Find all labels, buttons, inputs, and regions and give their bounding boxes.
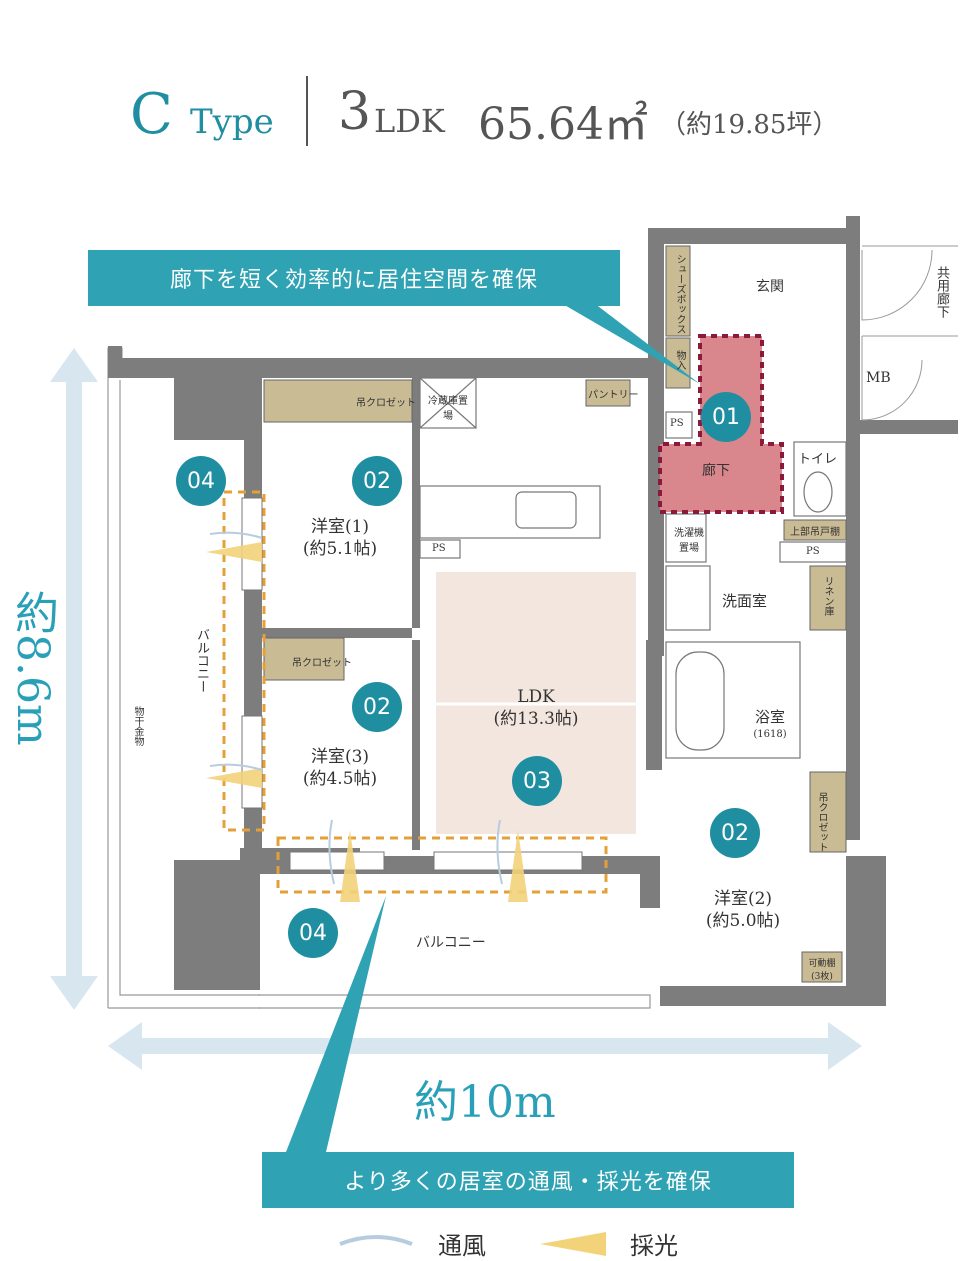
rooms-ldk: LDK xyxy=(374,102,445,140)
dimension-horizontal: 約10m xyxy=(414,1077,556,1128)
room-ldk-size: (約13.3帖) xyxy=(493,709,579,730)
room-entrance: 玄関 xyxy=(756,279,784,295)
room-balcony-side: バルコニー xyxy=(194,628,209,693)
callout-bottom-text: より多くの居室の通風・採光を確保 xyxy=(344,1170,712,1195)
badge-01: 01 xyxy=(701,392,751,442)
callout-bottom-pointer xyxy=(286,896,386,1152)
room-toilet: トイレ xyxy=(798,452,838,467)
badge-03: 03 xyxy=(512,756,562,806)
callout-bottom: より多くの居室の通風・採光を確保 xyxy=(262,1152,794,1208)
label-closet2: 吊クロゼット xyxy=(816,792,827,852)
room-western3-size: (約4.5帖) xyxy=(302,769,378,790)
header-separator xyxy=(306,76,308,146)
label-ps-3: PS xyxy=(806,546,820,557)
label-linen: リネン庫 xyxy=(822,576,833,616)
room-ldk-name: LDK xyxy=(517,687,555,707)
dimension-arrow-horizontal xyxy=(108,1022,862,1070)
type-word: Type xyxy=(190,102,274,142)
floor-area: 65.64㎡ xyxy=(478,99,648,150)
label-upper-shelf: 上部吊戸棚 xyxy=(790,527,840,538)
badge-02-western1: 02 xyxy=(352,456,402,506)
room-balcony-bottom: バルコニー xyxy=(416,935,486,951)
dimension-vertical: 約8.6m xyxy=(7,590,58,746)
fixtures xyxy=(419,377,847,759)
room-western2: 洋室(2) (約5.0帖) xyxy=(688,888,798,932)
room-western2-name: 洋室(2) xyxy=(713,889,773,909)
badge-02-western2: 02 xyxy=(710,808,760,858)
room-bath-size: (1618) xyxy=(753,728,787,740)
storage-areas xyxy=(263,245,847,983)
label-pantry: パントリー xyxy=(588,390,639,401)
label-closet1: 吊クロゼット xyxy=(356,398,416,409)
wind-lines xyxy=(209,531,503,885)
badge-04-side: 04 xyxy=(176,456,226,506)
light-wind-zones xyxy=(222,490,608,894)
badge-04-bottom: 04 xyxy=(288,908,338,958)
light-rays xyxy=(206,542,528,902)
room-ldk: LDK (約13.3帖) xyxy=(486,686,586,730)
room-western3-name: 洋室(3) xyxy=(310,747,370,767)
room-hallway: 廊下 xyxy=(702,463,730,479)
label-movable-shelf: 可動棚(3枚) xyxy=(808,959,836,982)
room-western3: 洋室(3) (約4.5帖) xyxy=(290,746,390,790)
room-bath: 浴室 (1618) xyxy=(740,708,800,741)
label-ps-2: PS xyxy=(670,418,684,429)
legend-light-mark xyxy=(540,1232,606,1256)
label-shoebox: シューズボックス xyxy=(674,254,685,334)
label-washer: 洗濯機置場 xyxy=(674,528,704,554)
label-ps-1: PS xyxy=(432,543,446,554)
label-storage: 物入 xyxy=(674,350,685,370)
room-western1-size: (約5.1帖) xyxy=(302,539,378,560)
type-letter: C xyxy=(130,82,173,147)
legend-wind-mark xyxy=(339,1235,413,1246)
floor-area-tsubo: （約19.85坪） xyxy=(660,110,839,140)
room-western2-size: (約5.0帖) xyxy=(705,911,781,932)
label-mb: MB xyxy=(866,370,891,386)
label-drying: 物干金物 xyxy=(132,706,143,746)
room-western1-name: 洋室(1) xyxy=(310,517,370,537)
room-washroom: 洗面室 xyxy=(722,592,768,610)
rooms-number: 3 xyxy=(338,82,372,142)
room-western1: 洋室(1) (約5.1帖) xyxy=(290,516,390,560)
dimension-arrow-vertical xyxy=(50,348,98,1010)
label-common-hall: 共用廊下 xyxy=(934,266,949,318)
badge-02-western3: 02 xyxy=(352,682,402,732)
legend-wind: 通風 xyxy=(438,1232,486,1260)
callout-top-text: 廊下を短く効率的に居住空間を確保 xyxy=(169,268,538,293)
doors xyxy=(861,245,958,421)
callout-top-pointer xyxy=(556,300,700,384)
room-bath-name: 浴室 xyxy=(754,708,785,726)
label-closet3: 吊クロゼット xyxy=(292,658,352,669)
callout-top: 廊下を短く効率的に居住空間を確保 xyxy=(88,250,620,306)
label-fridge: 冷蔵庫置場 xyxy=(428,396,468,422)
legend-light: 採光 xyxy=(630,1232,678,1260)
header: C Type 3 LDK 65.64㎡ （約19.85坪） xyxy=(0,70,962,160)
